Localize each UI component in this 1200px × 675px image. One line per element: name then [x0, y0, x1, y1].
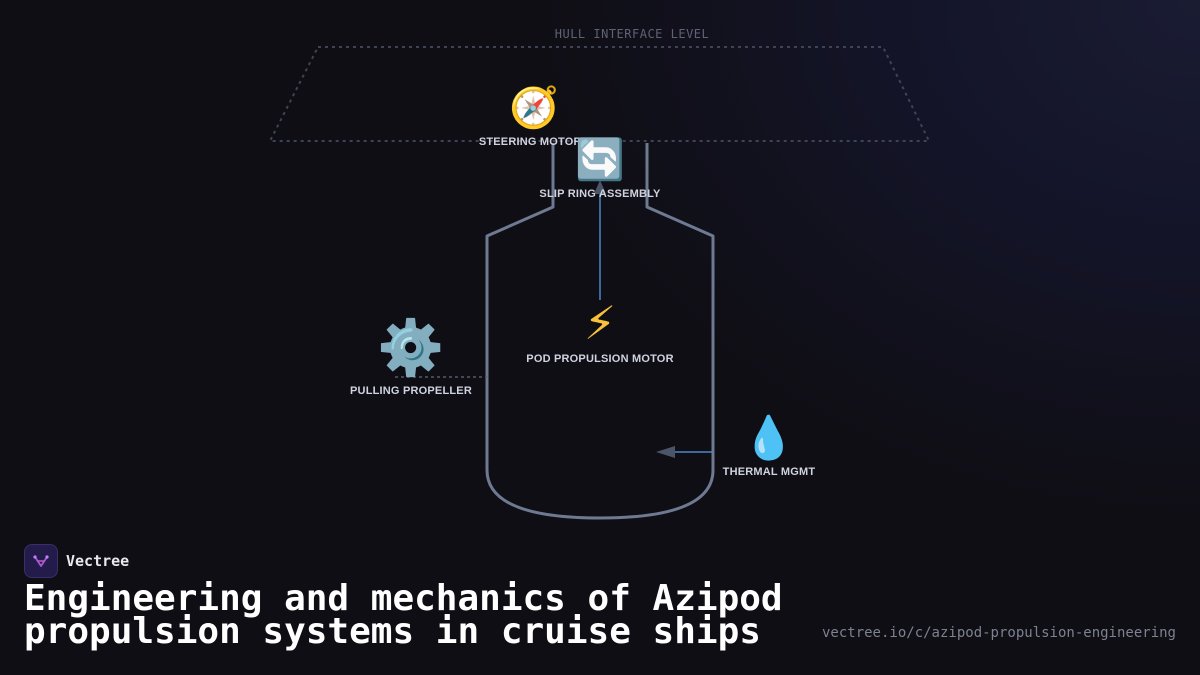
motor-to-slip-ring-arrowhead: [594, 180, 606, 194]
hull-interface-outline: [268, 46, 931, 142]
page-url: vectree.io/c/azipod-propulsion-engineeri…: [821, 625, 1176, 641]
brand: Vectree: [24, 544, 129, 578]
steering-motors-label: STEERING MOTORS: [478, 136, 590, 148]
slip-ring-assembly-label: SLIP RING ASSEMBLY: [539, 188, 661, 200]
thermal-arrowhead: [656, 446, 675, 458]
pulling-propeller-label: PULLING PROPELLER: [350, 385, 472, 397]
pod-outline: [485, 143, 715, 520]
compass-icon: 🧭: [509, 85, 559, 131]
brand-name: Vectree: [66, 552, 130, 570]
thermal-mgmt-label: THERMAL MGMT: [722, 466, 816, 478]
hull-interface-label: HULL INTERFACE LEVEL: [554, 27, 710, 41]
rotation-arrows-icon: 🔄: [575, 137, 625, 183]
vectree-logo-icon: [24, 544, 58, 578]
gear-icon: ⚙️: [377, 316, 445, 379]
water-drop-icon: 💧: [742, 413, 796, 462]
pod-propulsion-motor-label: POD PROPULSION MOTOR: [526, 353, 674, 365]
lightning-icon: ⚡: [583, 296, 617, 350]
page-title: Engineering and mechanics of Azipod prop…: [24, 578, 783, 652]
